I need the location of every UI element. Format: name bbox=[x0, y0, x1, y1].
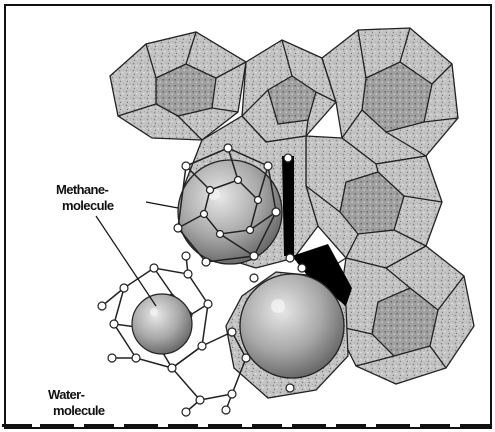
water-molecule-icon bbox=[132, 294, 192, 354]
methane-molecule-icon bbox=[178, 160, 282, 264]
methane-label-line2: molecule bbox=[62, 198, 114, 213]
clathrate-hydrate-diagram: Methane- molecule Water- molecule bbox=[4, 4, 492, 429]
methane-leader-line bbox=[146, 202, 178, 208]
methane-label-line1: Methane- bbox=[56, 182, 108, 197]
cage-top-center bbox=[242, 40, 336, 142]
water-leader-line bbox=[96, 216, 156, 306]
hydrate-cage-structure bbox=[6, 6, 490, 427]
water-label-line1: Water- bbox=[48, 387, 84, 402]
bottom-border-dashes bbox=[0, 422, 495, 432]
guest-molecule-sphere bbox=[240, 274, 344, 378]
water-label-line2: molecule bbox=[53, 403, 105, 418]
cage-bottom-right bbox=[336, 246, 474, 384]
cage-top-left bbox=[110, 32, 246, 140]
